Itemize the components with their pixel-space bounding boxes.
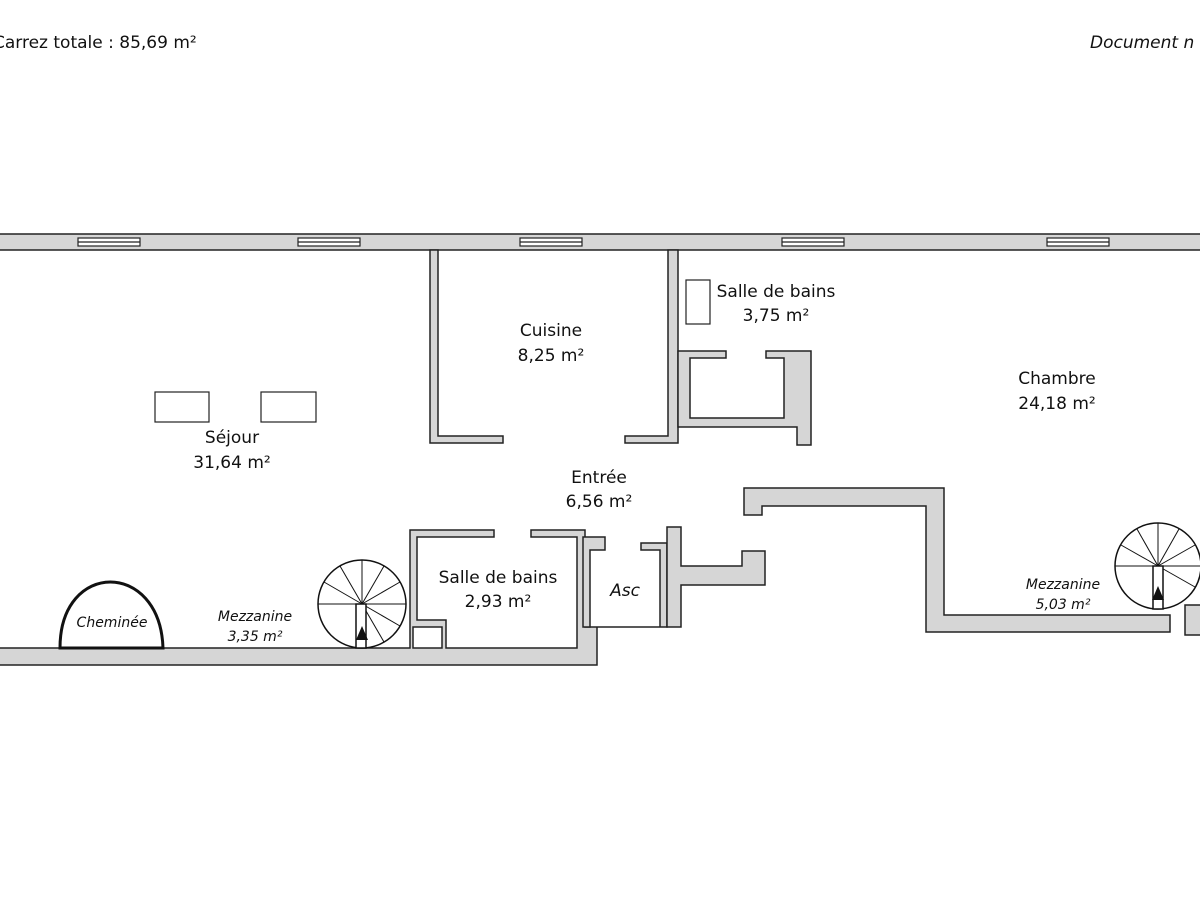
spiral-stair-right-icon <box>1114 522 1200 610</box>
sofa-block-left <box>154 391 210 423</box>
bottom-left-wall <box>0 529 668 666</box>
mezzanine2-area: 5,03 m² <box>1036 597 1091 613</box>
sdb2-label: Salle de bains <box>439 568 558 588</box>
kitchen-wall <box>429 249 504 444</box>
spiral-stair-left-icon <box>317 559 407 649</box>
chambre-area: 24,18 m² <box>1018 394 1095 414</box>
mezzanine1-area: 3,35 m² <box>228 629 283 645</box>
sejour-label: Séjour <box>205 428 259 448</box>
total-area-label: Carrez totale : 85,69 m² <box>0 33 197 53</box>
sdb1-area: 3,75 m² <box>743 306 810 326</box>
mezzanine2-label: Mezzanine <box>1026 577 1100 593</box>
fireplace <box>58 580 165 650</box>
sofa-block-right <box>260 391 317 423</box>
bottom-right-wall <box>743 487 1171 633</box>
entree-label: Entrée <box>571 468 627 488</box>
right-wall-stub <box>1184 604 1200 636</box>
kitchen-right-wall <box>624 249 679 444</box>
sejour-area: 31,64 m² <box>193 453 270 473</box>
hall-wall-stub <box>666 526 766 628</box>
bathroom1-wall <box>677 350 812 446</box>
small-closet <box>412 626 443 649</box>
sdb1-label: Salle de bains <box>717 282 836 302</box>
cuisine-label: Cuisine <box>520 321 582 341</box>
cheminee-label: Cheminée <box>77 615 148 631</box>
elevator-wall <box>582 536 606 628</box>
entree-area: 6,56 m² <box>566 492 633 512</box>
chambre-label: Chambre <box>1018 369 1096 389</box>
windows <box>77 237 1110 247</box>
top-wall <box>0 233 1200 251</box>
document-note: Document n <box>1090 33 1195 53</box>
shower-fixture <box>685 279 711 325</box>
sdb2-area: 2,93 m² <box>465 592 532 612</box>
mezzanine1-label: Mezzanine <box>218 609 292 625</box>
elevator-label: Asc <box>609 581 640 601</box>
cuisine-area: 8,25 m² <box>518 346 585 366</box>
